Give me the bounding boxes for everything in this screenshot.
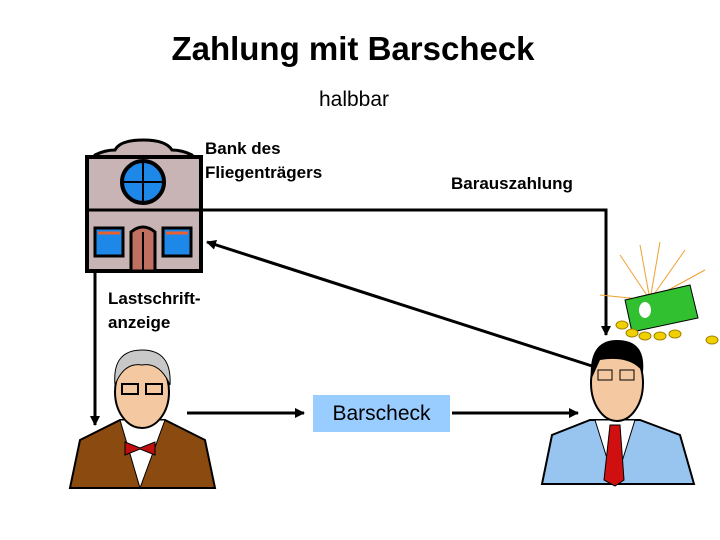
bank-label-line2: Fliegenträgers — [205, 163, 323, 182]
slide-subtitle: halbbar — [318, 88, 390, 111]
bank-label: Bank des Fliegenträgers — [205, 137, 322, 185]
old-man-icon — [68, 349, 217, 490]
cash-payout-label: Barauszahlung — [451, 174, 573, 193]
debit-label-line2: anzeige — [108, 313, 171, 332]
debit-notice-label: Lastschrift- anzeige — [108, 287, 201, 335]
barscheck-box: Barscheck — [313, 395, 450, 432]
cash-payout-arrow — [202, 208, 611, 336]
young-man-icon — [540, 340, 696, 487]
debit-label-line1: Lastschrift- — [108, 289, 201, 308]
bank-building-icon — [85, 138, 203, 273]
bank-label-line1: Bank des — [205, 139, 281, 158]
check-submission-arrow — [206, 239, 593, 368]
slide-title: Zahlung mit Barscheck — [171, 30, 535, 67]
money-icon — [599, 241, 719, 345]
